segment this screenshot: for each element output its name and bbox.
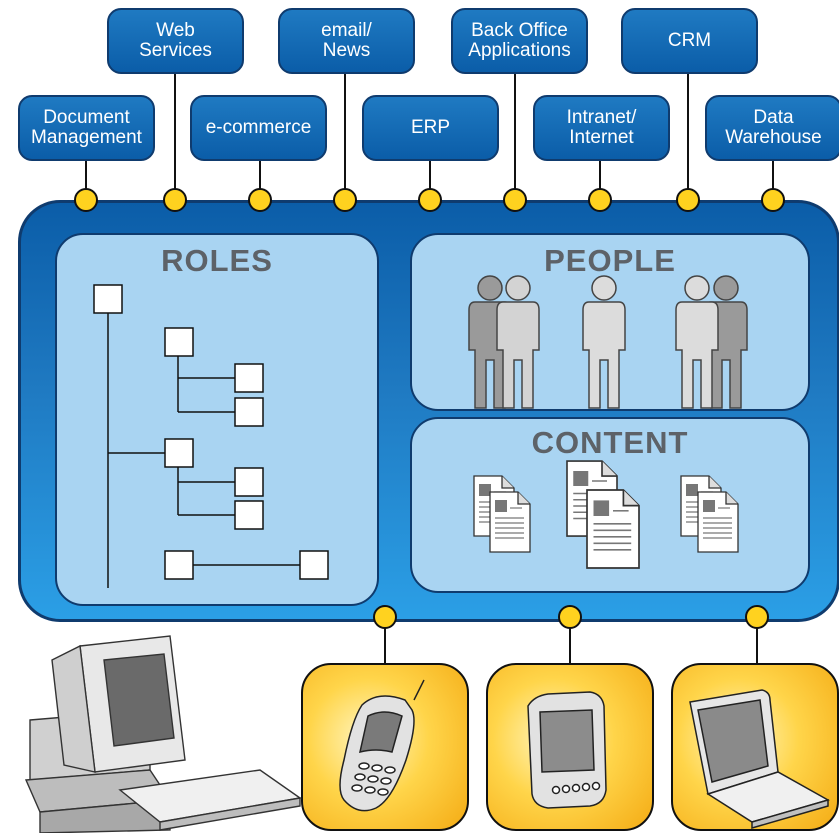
connector-dot-icon: [676, 188, 700, 212]
role-node-icon: [234, 500, 264, 530]
roles-title: ROLES: [161, 243, 273, 278]
pda-icon: [527, 691, 607, 809]
back-office-applications-box: Back Office Applications: [451, 8, 588, 74]
people-title: PEOPLE: [544, 243, 676, 278]
role-node-icon: [164, 327, 194, 357]
org-chart-icon: [107, 300, 300, 588]
role-node-icon: [164, 550, 194, 580]
desktop-computer-icon: [24, 635, 302, 833]
email-news-box: email/ News: [278, 8, 415, 74]
content-title: CONTENT: [531, 425, 689, 460]
connector-dot-icon: [558, 605, 582, 629]
laptop-icon: [689, 689, 830, 829]
web-services-box: Web Services: [107, 8, 244, 74]
crm-box: CRM: [621, 8, 758, 74]
connector-dot-icon: [373, 605, 397, 629]
role-node-icon: [299, 550, 329, 580]
connector-dot-icon: [418, 188, 442, 212]
people-group-icon: [468, 275, 748, 409]
connector-dot-icon: [248, 188, 272, 212]
role-node-icon: [234, 467, 264, 497]
role-node-icon: [234, 363, 264, 393]
mobile-phone-icon: [339, 679, 425, 812]
connector-dot-icon: [333, 188, 357, 212]
documents-icon: [473, 460, 739, 569]
connector-dot-icon: [503, 188, 527, 212]
role-node-icon: [234, 397, 264, 427]
erp-box: ERP: [362, 95, 499, 161]
portal-platform: ROLES PEOPLE CONTENT: [18, 200, 839, 622]
intranet-internet-box: Intranet/ Internet: [533, 95, 670, 161]
connector-dot-icon: [761, 188, 785, 212]
connector-dot-icon: [163, 188, 187, 212]
role-node-icon: [164, 438, 194, 468]
role-node-icon: [93, 284, 123, 314]
connector-dot-icon: [74, 188, 98, 212]
document-management-box: Document Management: [18, 95, 155, 161]
data-warehouse-box: Data Warehouse: [705, 95, 839, 161]
e-commerce-box: e-commerce: [190, 95, 327, 161]
connector-dot-icon: [745, 605, 769, 629]
connector-dot-icon: [588, 188, 612, 212]
